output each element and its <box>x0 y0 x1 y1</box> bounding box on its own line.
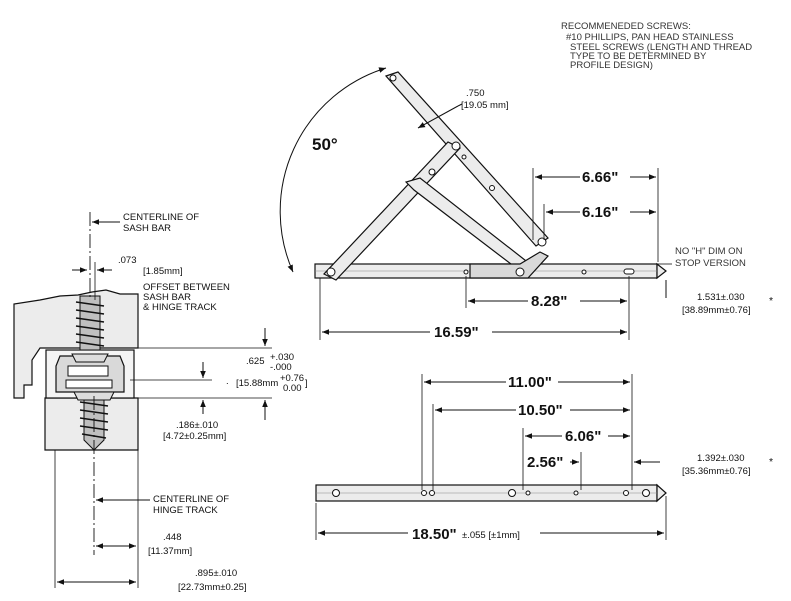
dim-616: 6.16" <box>582 204 618 221</box>
sash-bar-profile <box>13 289 139 399</box>
dim-256: 2.56" <box>527 454 563 471</box>
dim-1659: 16.59" <box>434 324 479 341</box>
dim-625-mm-minus: 0.00 <box>283 383 302 394</box>
sash-centerline-label-2: SASH BAR <box>123 223 171 234</box>
dim-625-plus: +.030 <box>270 352 294 363</box>
dim-1531: 1.531±.030 <box>697 292 744 303</box>
section-view: CENTERLINE OF SASH BAR .073 [1.85mm] OFF… <box>13 212 308 593</box>
track-slot <box>623 268 635 275</box>
screw-note-line-2: #10 PHILLIPS, PAN HEAD STAINLESS <box>566 32 734 43</box>
link-pivot <box>428 168 436 176</box>
dim-666: 6.66" <box>582 169 618 186</box>
dim-1392-mm: [35.36mm±0.76] <box>682 466 751 477</box>
screw-note-line-3: STEEL SCREWS (LENGTH AND THREAD <box>570 42 752 53</box>
stop-version-note: NO "H" DIM ON STOP VERSION <box>675 246 746 269</box>
dim-448-mm: [11.37mm] <box>148 546 192 557</box>
dim-1531-mm: [38.89mm±0.76] <box>682 305 751 316</box>
upper-screw <box>71 295 109 363</box>
dim-186: .186±.010 <box>176 420 218 431</box>
screw-note: RECOMMENEDED SCREWS: #10 PHILLIPS, PAN H… <box>561 21 752 71</box>
dim-750-tail <box>457 103 463 107</box>
closed-view: 11.00" 10.50" 6.06" 2.56" 18.50" ±.055 [… <box>315 374 773 543</box>
dim-1850: 18.50" <box>412 526 457 543</box>
track-hole-1 <box>463 269 469 275</box>
dim-1850-tol: ±.055 [±1mm] <box>462 530 520 541</box>
dim-750-leader <box>417 105 459 129</box>
dim-1100: 11.00" <box>508 374 552 391</box>
dim-1531-asterisk: * <box>769 295 773 307</box>
dim-1392: 1.392±.030 <box>697 453 744 464</box>
dim-625-mm-close: ] <box>305 378 308 389</box>
closed-hole-2 <box>429 490 435 496</box>
dim-186-mm: [4.72±0.25mm] <box>163 431 226 442</box>
track-hole-2 <box>581 269 587 275</box>
angle-label: 50° <box>312 135 338 154</box>
dim-895: .895±.010 <box>195 568 237 579</box>
dim-625-dot: . <box>226 376 229 387</box>
dim-606: 6.06" <box>565 428 601 445</box>
support-arm <box>323 141 461 281</box>
screw-note-line-4: TYPE TO BE DETERMINED BY <box>570 51 707 62</box>
dim-750: .750 <box>466 88 485 99</box>
offset-label-1: OFFSET BETWEEN <box>143 282 230 293</box>
offset-label-2: SASH BAR <box>143 292 191 303</box>
closed-pivot-left <box>332 489 340 497</box>
lower-link <box>404 177 531 275</box>
open-track-end <box>656 262 667 280</box>
sash-arm <box>384 71 549 247</box>
closed-pivot-mid <box>508 489 516 497</box>
track-centerline-label-1: CENTERLINE OF <box>153 494 229 505</box>
stop-note-line-1: NO "H" DIM ON <box>675 246 743 257</box>
shoe-slot <box>65 379 113 389</box>
closed-hole-5 <box>623 490 629 496</box>
closed-hole-4 <box>573 490 579 496</box>
arm-pivot-bottom <box>537 237 547 247</box>
sash-centerline-label-1: CENTERLINE OF <box>123 212 199 223</box>
track-centerline-label-2: HINGE TRACK <box>153 505 218 516</box>
support-pivot <box>326 267 336 277</box>
closed-pivot-right <box>642 489 650 497</box>
arm-pivot <box>451 141 461 151</box>
dim-625-minus: -.000 <box>270 362 292 373</box>
closed-hole-3 <box>525 490 531 496</box>
screw-note-line-5: PROFILE DESIGN) <box>570 60 653 71</box>
dim-625-mm-plus: +0.76 <box>280 373 304 384</box>
closed-hole-1 <box>421 490 427 496</box>
screw-note-line-1: RECOMMENEDED SCREWS: <box>561 21 691 32</box>
dim-625: .625 <box>246 356 265 367</box>
dim-625-mm: [15.88mm <box>236 378 278 389</box>
angle-arc <box>279 67 387 273</box>
offset-label-3: & HINGE TRACK <box>143 302 217 313</box>
closed-track-end <box>656 483 667 503</box>
dim-448: .448 <box>163 532 182 543</box>
open-view: 50° .750 [19.05 mm] 6.66" 6.16" 8.28" 16… <box>279 67 773 341</box>
arm-hole-lower <box>489 185 495 191</box>
dim-1392-asterisk: * <box>769 456 773 468</box>
shoe-rivet <box>67 365 109 377</box>
arm-hole-top <box>389 74 397 82</box>
arm-hole-mid <box>461 154 467 160</box>
dim-073: .073 <box>118 255 137 266</box>
dim-1050: 10.50" <box>518 402 563 419</box>
dim-828: 8.28" <box>531 293 567 310</box>
dim-895-mm: [22.73mm±0.25] <box>178 582 247 593</box>
dim-073-mm: [1.85mm] <box>143 266 183 277</box>
shoe-pivot <box>515 267 525 277</box>
stop-note-line-2: STOP VERSION <box>675 258 746 269</box>
open-shoe <box>469 251 549 279</box>
dim-750-mm: [19.05 mm] <box>461 100 509 111</box>
